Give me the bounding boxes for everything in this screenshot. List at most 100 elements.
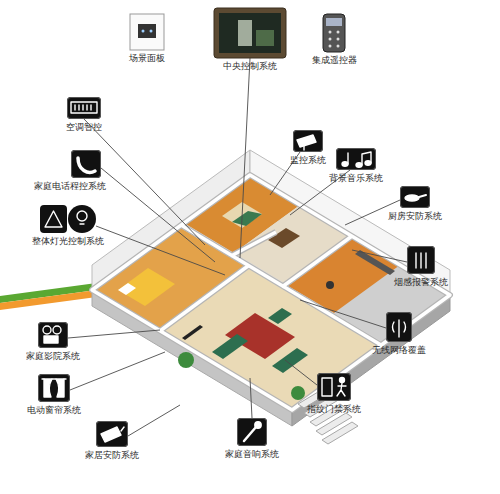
curtain-symbol	[44, 379, 64, 397]
aircon-slat	[90, 105, 91, 110]
bed-cover	[232, 211, 262, 226]
inner-wall	[231, 232, 276, 256]
remote-screen	[326, 18, 342, 26]
system-label: 中央控制系统	[223, 61, 277, 71]
pillow	[118, 283, 136, 295]
icon-box: 家庭音响系统	[237, 418, 267, 446]
music-note	[356, 163, 362, 167]
tv	[182, 325, 203, 340]
remote-button	[337, 45, 340, 48]
panel-face	[138, 24, 156, 38]
remote-button	[329, 38, 332, 41]
leader-line	[70, 352, 165, 390]
leader-line	[352, 250, 407, 262]
wall-shadows	[92, 175, 450, 410]
kitchen-floor	[288, 237, 450, 343]
device-node: 整体灯光控制系统	[40, 205, 96, 233]
icon-box: 家庭电话程控系统	[71, 150, 101, 178]
icon-box: 空调智控	[67, 97, 101, 119]
signal-arcs	[393, 322, 406, 332]
inner-wall	[181, 225, 381, 345]
remote-device	[323, 14, 345, 52]
icon-box: 背景音乐系统	[336, 148, 376, 170]
color-stripe	[0, 282, 104, 310]
projector-reel	[43, 326, 51, 334]
system-label: 家庭影院系统	[26, 351, 80, 361]
system-label: 指纹门禁系统	[307, 404, 361, 414]
system-label: 无线网络覆盖	[372, 345, 426, 355]
security-camera-symbol	[101, 427, 121, 442]
system-label: 家庭音响系统	[225, 449, 279, 459]
sofa	[272, 348, 308, 373]
glyph-set	[42, 102, 426, 442]
monitor-screen	[219, 13, 281, 53]
sofa	[212, 334, 248, 359]
icon-box: 厨房安防系统	[400, 186, 430, 208]
inner-wall	[181, 225, 381, 345]
kitchen-counter	[355, 250, 395, 275]
central-control-device	[214, 8, 286, 58]
inner-wall	[231, 232, 276, 256]
music-note	[342, 162, 348, 166]
icon-box: 监控系统	[293, 130, 323, 152]
plant	[178, 352, 194, 368]
remote-button	[329, 45, 332, 48]
bulb-base	[80, 223, 84, 224]
scene-panel-device	[130, 14, 164, 50]
system-label: 家居安防系统	[85, 450, 139, 460]
device-node: 中央控制系统	[214, 8, 286, 58]
projector-reel	[53, 326, 61, 334]
house	[92, 150, 450, 444]
leader-line	[96, 226, 225, 275]
aircon-slat	[74, 105, 75, 110]
icon-box: 无线网络覆盖	[386, 312, 412, 342]
security-camera-mount	[121, 427, 124, 431]
aircon-slat	[78, 105, 79, 110]
phone-symbol	[78, 158, 95, 172]
camera-stand	[303, 146, 304, 150]
bed	[118, 268, 175, 306]
person-body	[337, 383, 346, 396]
leader-line	[128, 405, 180, 436]
walls	[92, 175, 450, 410]
leader-lines	[68, 58, 407, 436]
icon-box: 电动窗帘系统	[38, 374, 70, 402]
armchair	[268, 308, 292, 324]
monitor-frame	[214, 8, 286, 58]
lighting-icon-box	[40, 205, 67, 233]
panel-frame	[130, 14, 164, 50]
system-label: 整体灯光控制系统	[32, 236, 104, 246]
icon-box: 家居安防系统	[96, 421, 128, 447]
leader-line	[240, 58, 250, 258]
system-label: 电动窗帘系统	[27, 405, 81, 415]
panel-button	[150, 30, 153, 33]
smoke-symbol	[425, 253, 426, 268]
inner-wall	[160, 266, 248, 331]
remote-button	[337, 38, 340, 41]
projector-body	[44, 336, 58, 343]
system-label: 家庭电话程控系统	[34, 181, 106, 191]
icon-box: 烟感报警系统	[407, 246, 435, 274]
antenna-symbol	[398, 320, 399, 337]
system-label: 集成遥控器	[312, 55, 357, 65]
outer-wall	[92, 175, 450, 410]
leader-line	[285, 360, 317, 385]
aircon-slat	[86, 105, 87, 110]
device-node: 集成遥控器	[322, 14, 346, 52]
remote-button	[337, 31, 340, 34]
lighting-icon-backgrounds	[40, 205, 96, 233]
plant	[291, 386, 305, 400]
remote-button	[329, 31, 332, 34]
inner-wall	[282, 236, 352, 287]
inner-wall	[282, 236, 352, 287]
smoke-symbol	[420, 253, 421, 268]
screen-glow	[238, 20, 252, 46]
system-label: 背景音乐系统	[329, 173, 383, 183]
pan-symbol	[405, 195, 419, 201]
curtain-rail	[42, 378, 66, 379]
music-note-stem	[347, 153, 348, 164]
music-note-beam	[362, 152, 371, 165]
floor-slab	[92, 175, 450, 410]
